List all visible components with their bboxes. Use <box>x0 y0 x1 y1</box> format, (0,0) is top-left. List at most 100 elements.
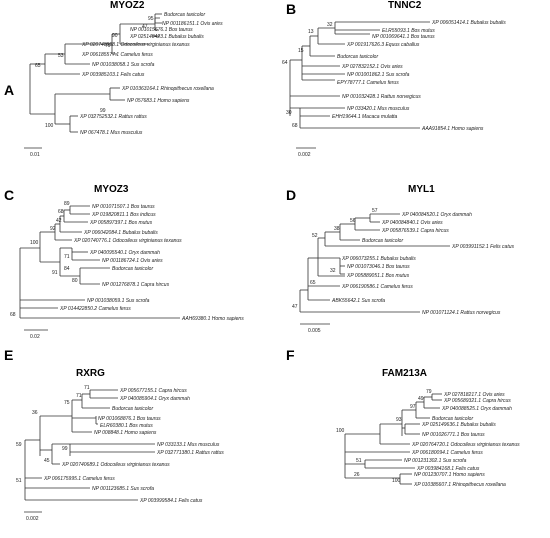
panel-f <box>344 393 442 485</box>
taxon-label: XP 006185577.1 Camelus ferus <box>81 52 153 58</box>
bootstrap-value: 32 <box>330 268 336 274</box>
panel-f-text: FAM213A F XP 027818217.1 Ovis aries XP 0… <box>286 347 520 488</box>
bootstrap-value: 92 <box>50 226 56 232</box>
bootstrap-value: 90 <box>112 33 118 39</box>
taxon-label: XP 005876539.1 Capra hircus <box>381 228 449 234</box>
taxon-label: XP 027818217.1 Ovis aries <box>443 392 505 398</box>
panel-e <box>24 389 155 513</box>
bootstrap-value: 99 <box>100 108 106 114</box>
bootstrap-value: 64 <box>282 60 288 66</box>
bootstrap-value: 45 <box>44 458 50 464</box>
bootstrap-value: 100 <box>30 240 39 246</box>
taxon-label: XP 005897397.1 Bos mutus <box>89 220 153 226</box>
bootstrap-value: 93 <box>396 417 402 423</box>
panel-d-text: MYL1 D XP 040084520.1 Oryx dammah XP 040… <box>286 184 514 334</box>
taxon-label: NP 001073046.1 Bos taurus <box>347 264 410 270</box>
panel-letter-e: E <box>4 347 13 363</box>
scale-label-a: 0.01 <box>30 152 40 158</box>
bootstrap-value: 56 <box>350 218 356 224</box>
taxon-label: XP 006042084.1 Bubalus bubalis <box>83 230 158 236</box>
taxon-label: NP 001186151.1 Ovis aries <box>162 21 223 27</box>
taxon-label: XP 006180094.1 Camelus ferus <box>411 450 483 456</box>
bootstrap-value: 79 <box>426 389 432 395</box>
bootstrap-value: 84 <box>64 266 70 272</box>
taxon-label: XP 040084520.1 Oryx dammah <box>401 212 472 218</box>
taxon-label: ELR55093.1 Bos mutus <box>382 28 435 34</box>
tree-title-a: MYOZ2 <box>110 0 145 11</box>
panel-b-text: TNNC2 B XP 006051414.1 Bubalus bubalis E… <box>282 0 506 158</box>
bootstrap-value: 26 <box>354 472 360 478</box>
bootstrap-value: 80 <box>72 278 78 284</box>
taxon-label: XP 014422850.2 Camelus ferus <box>59 306 131 312</box>
taxon-label: NP 001038058.1 Sus scrofa <box>92 62 155 68</box>
taxon-label: ELR60380.1 Bos mutus <box>100 423 153 429</box>
taxon-label: XP 006190586.1 Camelus ferus <box>341 284 413 290</box>
taxon-label: NP 001276878.1 Capra hircus <box>102 282 170 288</box>
taxon-label: EPY78777.1 Camelus ferus <box>337 80 399 86</box>
taxon-label: XP 003985103.1 Felis catus <box>81 72 145 78</box>
bootstrap-value: 71 <box>64 254 70 260</box>
bootstrap-value: 97 <box>410 404 416 410</box>
panel-letter-c: C <box>4 187 14 203</box>
taxon-label: XP 019820811.1 Bos indicus <box>91 212 156 218</box>
bootstrap-value: 100 <box>45 123 54 129</box>
scale-label-d: 0.005 <box>308 328 321 334</box>
bootstrap-value: 89 <box>64 201 70 207</box>
bootstrap-value: 52 <box>312 233 318 239</box>
taxon-label: Budorcas taxicolor <box>112 406 153 412</box>
panel-d <box>299 213 450 325</box>
taxon-label: NP 001230707.1 Homo sapiens <box>414 472 485 478</box>
taxon-label: NP 001123685.1 Sus scrofa <box>92 486 154 492</box>
bootstrap-value: 57 <box>372 208 378 214</box>
taxon-label: NP 001026771.1 Bos taurus <box>422 432 485 438</box>
bootstrap-value: 42 <box>56 218 62 224</box>
bootstrap-value: 59 <box>16 442 22 448</box>
bootstrap-value: 100 <box>336 428 345 434</box>
panel-letter-f: F <box>286 347 295 363</box>
taxon-label: EHH19644.1 Macaca mulatta <box>332 114 398 120</box>
taxon-label: XP 003999584.1 Felis catus <box>139 498 203 504</box>
taxon-label: XP 025149636.1 Bubalus bubalis <box>421 422 496 428</box>
taxon-label: NP 001186724.1 Ovis aries <box>102 258 163 264</box>
bootstrap-value: 71 <box>76 393 82 399</box>
taxon-label: ABK55642.1 Sus scrofa <box>331 298 385 304</box>
bootstrap-value: 99 <box>62 446 68 452</box>
taxon-label: NP 001071124.1 Rattus norvegicus <box>422 310 501 316</box>
taxon-label: XP 010363164.1 Rhinopithecus roxellana <box>121 86 214 92</box>
taxon-label: NP 001038059.1 Sus scrofa <box>87 298 150 304</box>
taxon-label: XP 032752532.1 Rattus rattus <box>79 114 147 120</box>
panel-letter-a: A <box>4 82 14 98</box>
taxon-label: XP 032771380.1 Rattus rattus <box>156 450 224 456</box>
scale-label-b: 0.002 <box>298 152 311 158</box>
bootstrap-value: 53 <box>58 53 64 59</box>
taxon-label: AAH69380.1 Homo sapiens <box>181 316 244 322</box>
scale-label-c: 0.02 <box>30 334 40 340</box>
bootstrap-value: 30 <box>286 110 292 116</box>
taxon-label: XP 020740776.1 Odocoileus virginianus te… <box>73 238 182 244</box>
taxon-label: Budorcas taxicolor <box>432 416 473 422</box>
taxon-label: XP 025148423.1 Bubalus bubalis <box>129 34 204 40</box>
taxon-label: Budorcas taxicolor <box>164 12 205 18</box>
panel-c <box>19 205 180 331</box>
panel-a <box>24 13 162 149</box>
taxon-label: XP 005889051.1 Bos mutus <box>346 273 410 279</box>
taxon-label: Budorcas taxicolor <box>337 54 378 60</box>
taxon-label: Budorcas taxicolor <box>112 266 153 272</box>
taxon-label: XP 003991152.1 Felis catus <box>451 244 514 250</box>
taxon-label: NP 067478.1 Mus musculus <box>80 130 143 136</box>
taxon-label: XP 006051414.1 Bubalus bubalis <box>431 20 506 26</box>
tree-title-d: MYL1 <box>408 184 435 195</box>
taxon-label: XP 020740689.1 Odocoileus virginianus te… <box>61 462 170 468</box>
bootstrap-value: 51 <box>356 458 362 464</box>
taxon-label: NP 001032428.1 Rattus norvegicus <box>342 94 421 100</box>
taxon-label: XP 006175995.1 Camelus ferus <box>43 476 115 482</box>
bootstrap-value: 47 <box>142 24 148 30</box>
taxon-label: XP 027832152.1 Ovis aries <box>341 64 403 70</box>
taxon-label: XP 020764720.1 Odocoileus virginianus te… <box>411 442 520 448</box>
bootstrap-value: 49 <box>418 396 424 402</box>
panel-c-text: MYOZ3 C NP 001071507.1 Bos taurus XP 019… <box>4 184 244 340</box>
tree-title-b: TNNC2 <box>388 0 422 11</box>
panel-a-text: MYOZ2 A Budorcas taxicolor NP 001186151.… <box>4 0 223 158</box>
